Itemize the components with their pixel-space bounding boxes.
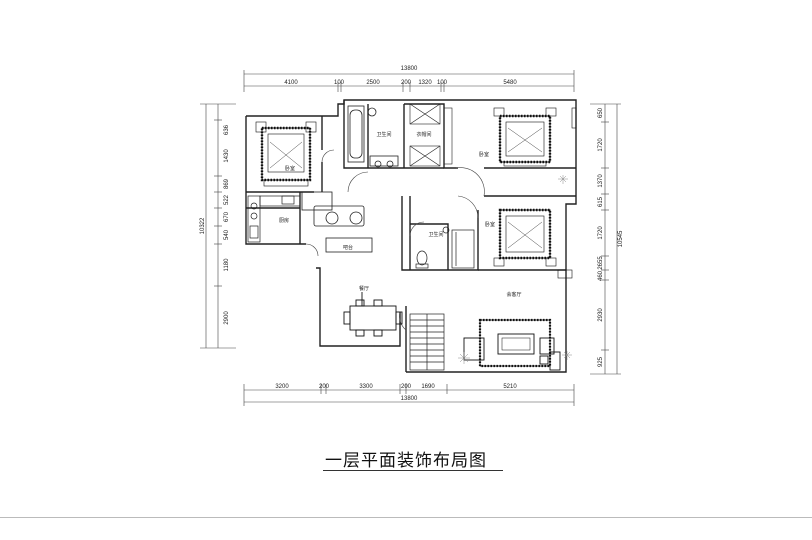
closet-shelves [409,103,453,167]
top-dim-5: 1320 [418,80,432,86]
left-dim-5: 670 [224,211,230,222]
top-dim-3: 2500 [366,80,380,86]
walls [245,99,577,373]
title-underline [323,470,503,471]
bottom-dim-3: 3300 [359,384,373,390]
drawing-title: 一层平面装饰布局图 [325,451,487,471]
right-dim-1: 650 [598,107,604,118]
bottom-dim-5: 1690 [421,384,435,390]
top-total-dim: 13800 [401,66,418,72]
right-dim-7: 460 [598,270,604,281]
top-dim-4: 200 [401,80,412,86]
bed-e [493,208,573,279]
bottom-dim-1: 3200 [275,384,289,390]
staircase [409,313,445,371]
room-label-bath-2: 卫生间 [428,231,443,238]
bed-nw [255,121,317,187]
top-dim-7: 5480 [503,80,517,86]
room-label-bar: 吧台 [343,244,353,251]
kitchen-counter [247,195,301,243]
left-dim-1: 636 [224,124,230,135]
left-dim-7: 1180 [224,258,230,272]
right-dim-5: 1720 [598,226,604,240]
top-dim-6: 100 [437,80,448,86]
left-dim-8: 2900 [224,311,230,325]
bottom-dim-4: 200 [401,384,412,390]
dining-table [343,292,403,337]
left-total-dim: 10322 [200,217,206,234]
door-swings [305,149,485,331]
right-dim-6: 2655 [598,256,604,270]
bottom-dim-2: 200 [319,384,330,390]
plants [458,175,572,364]
bed-ne [493,107,577,167]
room-label-bedroom-ne: 卧室 [479,151,489,158]
room-label-living: 会客厅 [506,291,521,298]
top-dim-2: 100 [334,80,345,86]
left-dim-4: 522 [224,194,230,205]
bar-counter [301,191,373,253]
bottom-total-dim: 13800 [401,396,418,402]
bathroom-2-fixtures [415,226,475,269]
right-dimensions [590,103,621,375]
right-dim-9: 925 [598,356,604,367]
top-dimensions [243,70,575,92]
bathtub [347,105,399,168]
bottom-dim-6: 5210 [503,384,517,390]
left-dim-6: 540 [224,229,230,240]
sofa-set [463,318,561,371]
right-total-dim: 10545 [618,230,624,247]
left-dimensions [200,103,236,349]
room-label-bedroom-nw: 卧室 [285,165,295,172]
room-label-closet: 衣帽间 [416,131,431,138]
frame-bottom-line [0,517,812,518]
room-label-dining: 餐厅 [359,285,369,292]
left-dim-3: 869 [224,178,230,189]
bottom-dimensions [243,384,575,406]
top-dim-1: 4100 [284,80,298,86]
right-dim-2: 1720 [598,138,604,152]
room-label-bath-1: 卫生间 [376,131,391,138]
right-dim-8: 2930 [598,308,604,322]
room-label-kitchen: 厨房 [279,217,289,224]
room-label-bedroom-e: 卧室 [485,221,495,228]
left-dim-2: 1430 [224,149,230,163]
right-dim-4: 615 [598,196,604,207]
right-dim-3: 1370 [598,174,604,188]
